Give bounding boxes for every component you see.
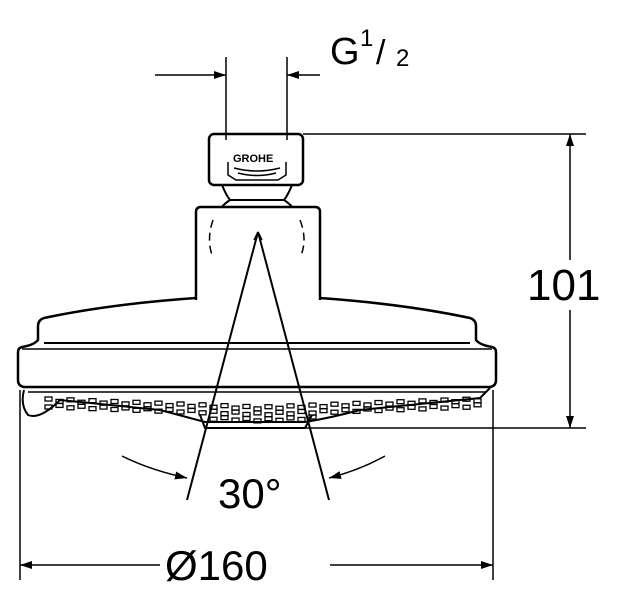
nozzle [132, 399, 141, 405]
nozzle [275, 417, 284, 423]
nozzle [88, 398, 97, 404]
nozzle [77, 403, 86, 409]
nozzle [407, 404, 416, 410]
nozzle [297, 408, 306, 415]
nozzle [286, 403, 295, 409]
nozzle [198, 402, 207, 408]
nozzle [132, 407, 141, 413]
thread-slash: / [376, 34, 386, 72]
nozzle [286, 415, 295, 421]
nozzle [308, 402, 317, 408]
nozzle [308, 414, 317, 420]
nozzle [253, 418, 262, 424]
grohe-logo: GROHE [233, 153, 273, 165]
nozzle [264, 404, 273, 410]
grohe-logo-waves [233, 167, 281, 177]
nozzle [176, 401, 185, 407]
thread-numerator: 1 [360, 25, 373, 52]
nozzle [363, 406, 372, 412]
nozzle [396, 399, 405, 405]
nozzle [198, 410, 207, 416]
nozzle [220, 402, 229, 409]
nozzle [242, 415, 251, 422]
nozzle [330, 409, 339, 415]
nozzle [66, 397, 75, 403]
nozzle [121, 405, 130, 411]
nozzle [418, 398, 427, 404]
thread-dimension [155, 57, 320, 140]
nozzle [473, 402, 482, 408]
nozzle [462, 404, 471, 410]
nozzle [352, 408, 361, 415]
nozzle [440, 405, 449, 411]
nozzle [297, 416, 306, 423]
nozzle [451, 402, 460, 409]
diameter-label: Ø160 [165, 542, 268, 589]
nozzle [330, 401, 339, 407]
nozzle [55, 402, 64, 409]
nozzle [374, 407, 383, 414]
nozzle [264, 416, 273, 422]
nozzle [176, 409, 185, 415]
nozzle [275, 409, 284, 415]
nozzle [319, 407, 328, 414]
nozzle [440, 397, 449, 403]
height-label: 101 [527, 261, 600, 310]
nozzle [462, 396, 471, 402]
nozzle [44, 396, 53, 402]
nozzle [253, 410, 262, 416]
nozzle [110, 406, 119, 413]
nozzle [231, 417, 240, 423]
nozzle [352, 400, 361, 407]
spray-angle-lines [121, 231, 386, 501]
connector-nut [207, 132, 305, 208]
nozzle [220, 414, 229, 421]
thread-letter: G [330, 31, 360, 73]
height-dimension [303, 133, 586, 429]
nozzle [341, 407, 350, 413]
nozzle [242, 403, 251, 410]
nozzle [209, 416, 218, 422]
nozzle [187, 407, 196, 414]
nozzle [418, 406, 427, 412]
nozzle [396, 407, 405, 413]
nozzle [88, 406, 97, 412]
nozzle [154, 400, 163, 406]
nozzle [231, 409, 240, 415]
thread-denominator: 2 [396, 45, 409, 72]
diameter-dimension [19, 390, 494, 580]
shower-body [16, 205, 498, 429]
nozzle [110, 398, 119, 405]
nozzle [66, 405, 75, 411]
nozzle [143, 406, 152, 412]
nozzle [44, 404, 53, 410]
angle-label: 30° [218, 470, 282, 517]
nozzle [165, 406, 174, 413]
nozzle [374, 399, 383, 406]
nozzle [429, 403, 438, 410]
nozzle [99, 404, 108, 410]
nozzle [154, 408, 163, 414]
nozzle [385, 405, 394, 411]
